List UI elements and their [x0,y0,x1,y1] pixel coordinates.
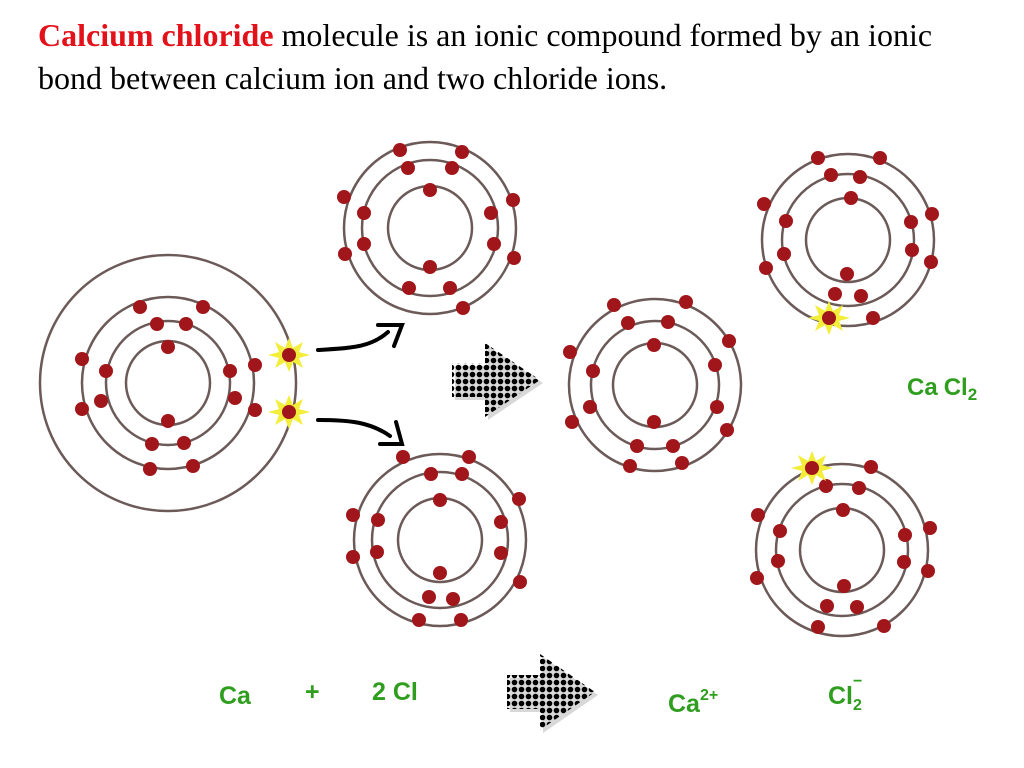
product-ca: Ca [907,374,938,401]
chloride-ion-charge: − [853,673,863,690]
product-cl: Cl [943,374,968,401]
electron-transfer-arrow-top [316,323,405,352]
equation-2cl: 2 Cl [372,678,418,706]
calcium-electrons [75,300,262,476]
calcium-ion-charge: 2+ [699,687,719,704]
chloride-ion-subscript: 2 [853,697,862,714]
equation-plus: + [305,678,320,706]
equation-calcium-ion: Ca2+ [668,682,718,718]
chloride-ion-top [757,151,939,335]
equation-ca: Ca [219,682,251,710]
product-subscript: 2 [967,385,978,404]
chloride-ion-bottom [750,451,937,638]
reaction-arrow-middle [452,343,543,420]
reaction-arrow-equation [507,654,598,733]
chloride-ion-symbol: Cl [828,682,853,710]
received-electron-bottom [791,451,833,485]
caption-highlight: Calcium chloride [38,17,274,53]
chlorine-atom-top [337,140,521,316]
transferred-electron-2 [268,395,310,429]
calcium-shells [38,253,298,513]
electron-transfer-arrow-bottom [316,418,405,446]
calcium-ion-symbol: Ca [668,690,700,718]
chlorine-atom-bottom [346,450,528,628]
calcium-atom [38,253,310,513]
equation-chloride-ion: Cl− 2 [828,673,862,720]
caption-text: molecule is an ionic compound formed by … [38,17,933,96]
calcium-ion [563,295,743,473]
caption: Calcium chloride molecule is an ionic co… [38,14,998,100]
received-electron-top [808,301,850,335]
transferred-electron-1 [268,338,310,372]
